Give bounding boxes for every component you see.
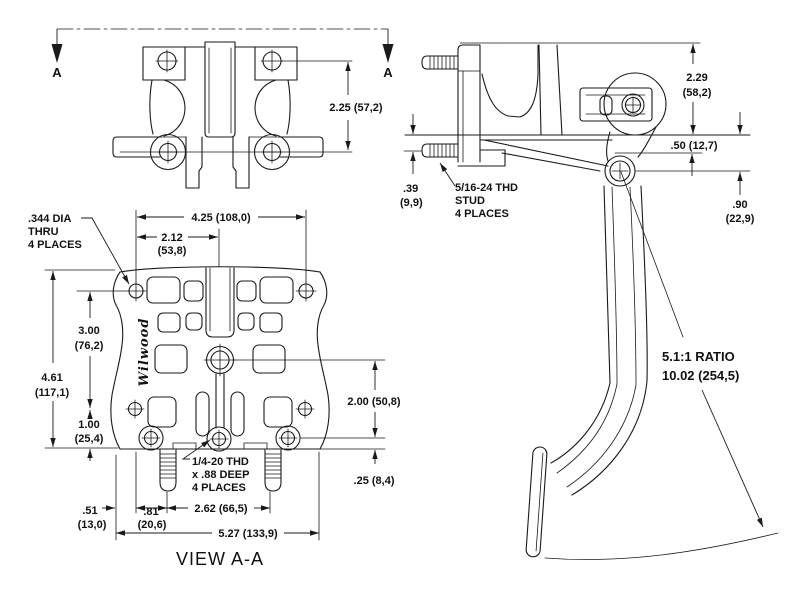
dim-hole-span-in: 3.00 <box>78 325 99 337</box>
top-view: 2.25 (57,2) <box>112 41 383 189</box>
thd-note-line2: x .88 DEEP <box>192 469 249 481</box>
mounting-holes <box>125 280 317 419</box>
firewall-studs <box>421 55 459 158</box>
dim-edge-offset: .25 (8,4) <box>354 475 395 487</box>
dim-height-overall-in: 4.61 <box>41 372 62 384</box>
dim-hole-span-mm: (76,2) <box>75 340 104 352</box>
dim-stud-offset-in: .81 <box>143 506 158 518</box>
thd-note-line3: 4 PLACES <box>192 482 246 494</box>
dim-bottom-offset-mm: (25,4) <box>75 433 104 445</box>
threaded-bosses <box>138 425 301 452</box>
lightening-pockets <box>146 276 294 437</box>
pivot-bolt <box>604 155 636 187</box>
dim-left-edge-in: .51 <box>82 505 97 517</box>
dim-pivot-height-in: 2.29 <box>686 72 707 84</box>
dim-left-edge-mm: (13,0) <box>78 519 107 531</box>
hole-note-line1: .344 DIA <box>28 213 71 225</box>
view-label: VIEW A-A <box>176 549 264 569</box>
dim-pivot-offset-in: .90 <box>732 199 747 211</box>
stud-note-line1: 5/16-24 THD <box>455 182 518 194</box>
thd-note-line1: 1/4-20 THD <box>192 456 249 468</box>
side-view: 5.1:1 RATIO 10.02 (254,5) 2.29 (58,2) .5… <box>400 42 779 560</box>
dim-flange: .50 (12,7) <box>670 140 717 152</box>
section-cut-indicator: A A <box>51 28 394 80</box>
wilwood-logo: Wilwood <box>137 318 152 387</box>
mounting-studs <box>159 449 282 492</box>
dim-stud-offset-mm: (20,6) <box>138 519 167 531</box>
pedal-arm <box>550 185 648 496</box>
dim-stud-span: 2.62 (66,5) <box>194 503 248 515</box>
hole-note-line3: 4 PLACES <box>28 239 82 251</box>
dim-height-overall-mm: (117,1) <box>35 387 70 399</box>
stud-note-line2: STUD <box>455 195 485 207</box>
ratio-label: 5.1:1 RATIO <box>662 349 735 364</box>
pedal-pad <box>525 446 548 558</box>
screw-crosshairs-top-view <box>155 49 284 164</box>
plate-view: Wilwood 4.25 (108,0) 2.12 (53,8) .344 DI… <box>28 209 401 569</box>
dim-center-offset-in: 2.12 <box>161 232 182 244</box>
dim-stud-len-mm: (9,9) <box>400 197 423 209</box>
section-label-right: A <box>383 65 393 80</box>
dim-plate-hole-width: 4.25 (108,0) <box>191 212 251 224</box>
pivot-hole <box>203 343 237 377</box>
dim-stud-len-in: .39 <box>403 183 418 195</box>
stud-note-line3: 4 PLACES <box>455 208 509 220</box>
dim-bottom-offset-in: 1.00 <box>78 419 99 431</box>
dim-pivot-height-mm: (58,2) <box>683 87 712 99</box>
dim-bracket-height: 2.25 (57,2) <box>329 102 383 114</box>
hole-note-line2: THRU <box>28 226 59 238</box>
dim-center-offset-mm: (53,8) <box>158 245 187 257</box>
section-label-left: A <box>52 65 62 80</box>
dim-pivot-offset-mm: (22,9) <box>726 213 755 225</box>
dim-pivot-drop: 2.00 (50,8) <box>347 396 401 408</box>
ratio-length: 10.02 (254,5) <box>662 368 739 383</box>
clevis-bolt <box>621 93 645 117</box>
dim-width-total: 5.27 (133,9) <box>218 528 278 540</box>
